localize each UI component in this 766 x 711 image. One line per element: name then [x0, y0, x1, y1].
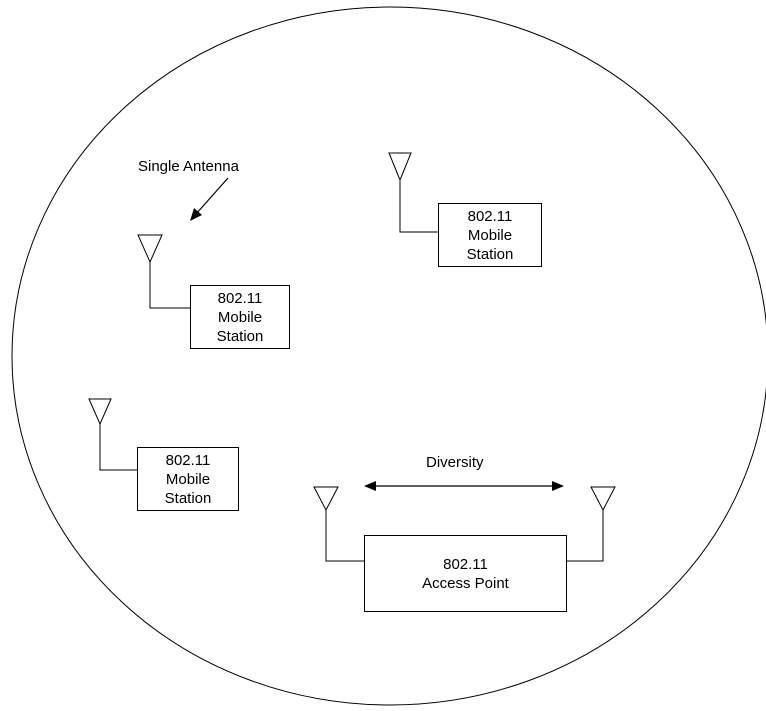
arrowhead — [364, 481, 376, 491]
access-point-box: 802.11 Access Point — [364, 535, 567, 612]
station-line-2: Mobile — [217, 308, 263, 326]
antenna-feed-line — [325, 510, 364, 562]
antenna-feed-line — [149, 262, 190, 309]
station-line-1: 802.11 — [467, 207, 513, 225]
antenna-feed-line — [99, 424, 137, 471]
arrowhead — [190, 208, 202, 221]
antenna-icon — [388, 152, 412, 182]
antenna-feed-line — [399, 180, 438, 233]
mobile-station-box: 802.11 Mobile Station — [190, 285, 290, 349]
station-line-3: Station — [216, 327, 264, 345]
station-line-2: Mobile — [165, 470, 211, 488]
mobile-station-box: 802.11 Mobile Station — [438, 203, 542, 267]
antenna-feed-line — [567, 510, 604, 562]
antenna-icon — [313, 486, 339, 512]
station-line-1: 802.11 — [217, 289, 263, 307]
station-line-3: Station — [164, 489, 212, 507]
single-antenna-arrow — [195, 177, 229, 215]
antenna-icon — [137, 234, 163, 264]
antenna-icon — [590, 486, 616, 512]
access-point-line-1: 802.11 — [443, 555, 488, 573]
arrowhead — [552, 481, 564, 491]
station-line-1: 802.11 — [165, 451, 211, 469]
access-point-line-2: Access Point — [422, 574, 509, 592]
antenna-icon — [88, 398, 112, 426]
station-line-2: Mobile — [467, 226, 513, 244]
station-line-3: Station — [466, 245, 514, 263]
mobile-station-box: 802.11 Mobile Station — [137, 447, 239, 511]
single-antenna-label: Single Antenna — [138, 158, 239, 175]
diversity-label: Diversity — [426, 454, 484, 471]
coverage-ellipse — [11, 6, 766, 706]
